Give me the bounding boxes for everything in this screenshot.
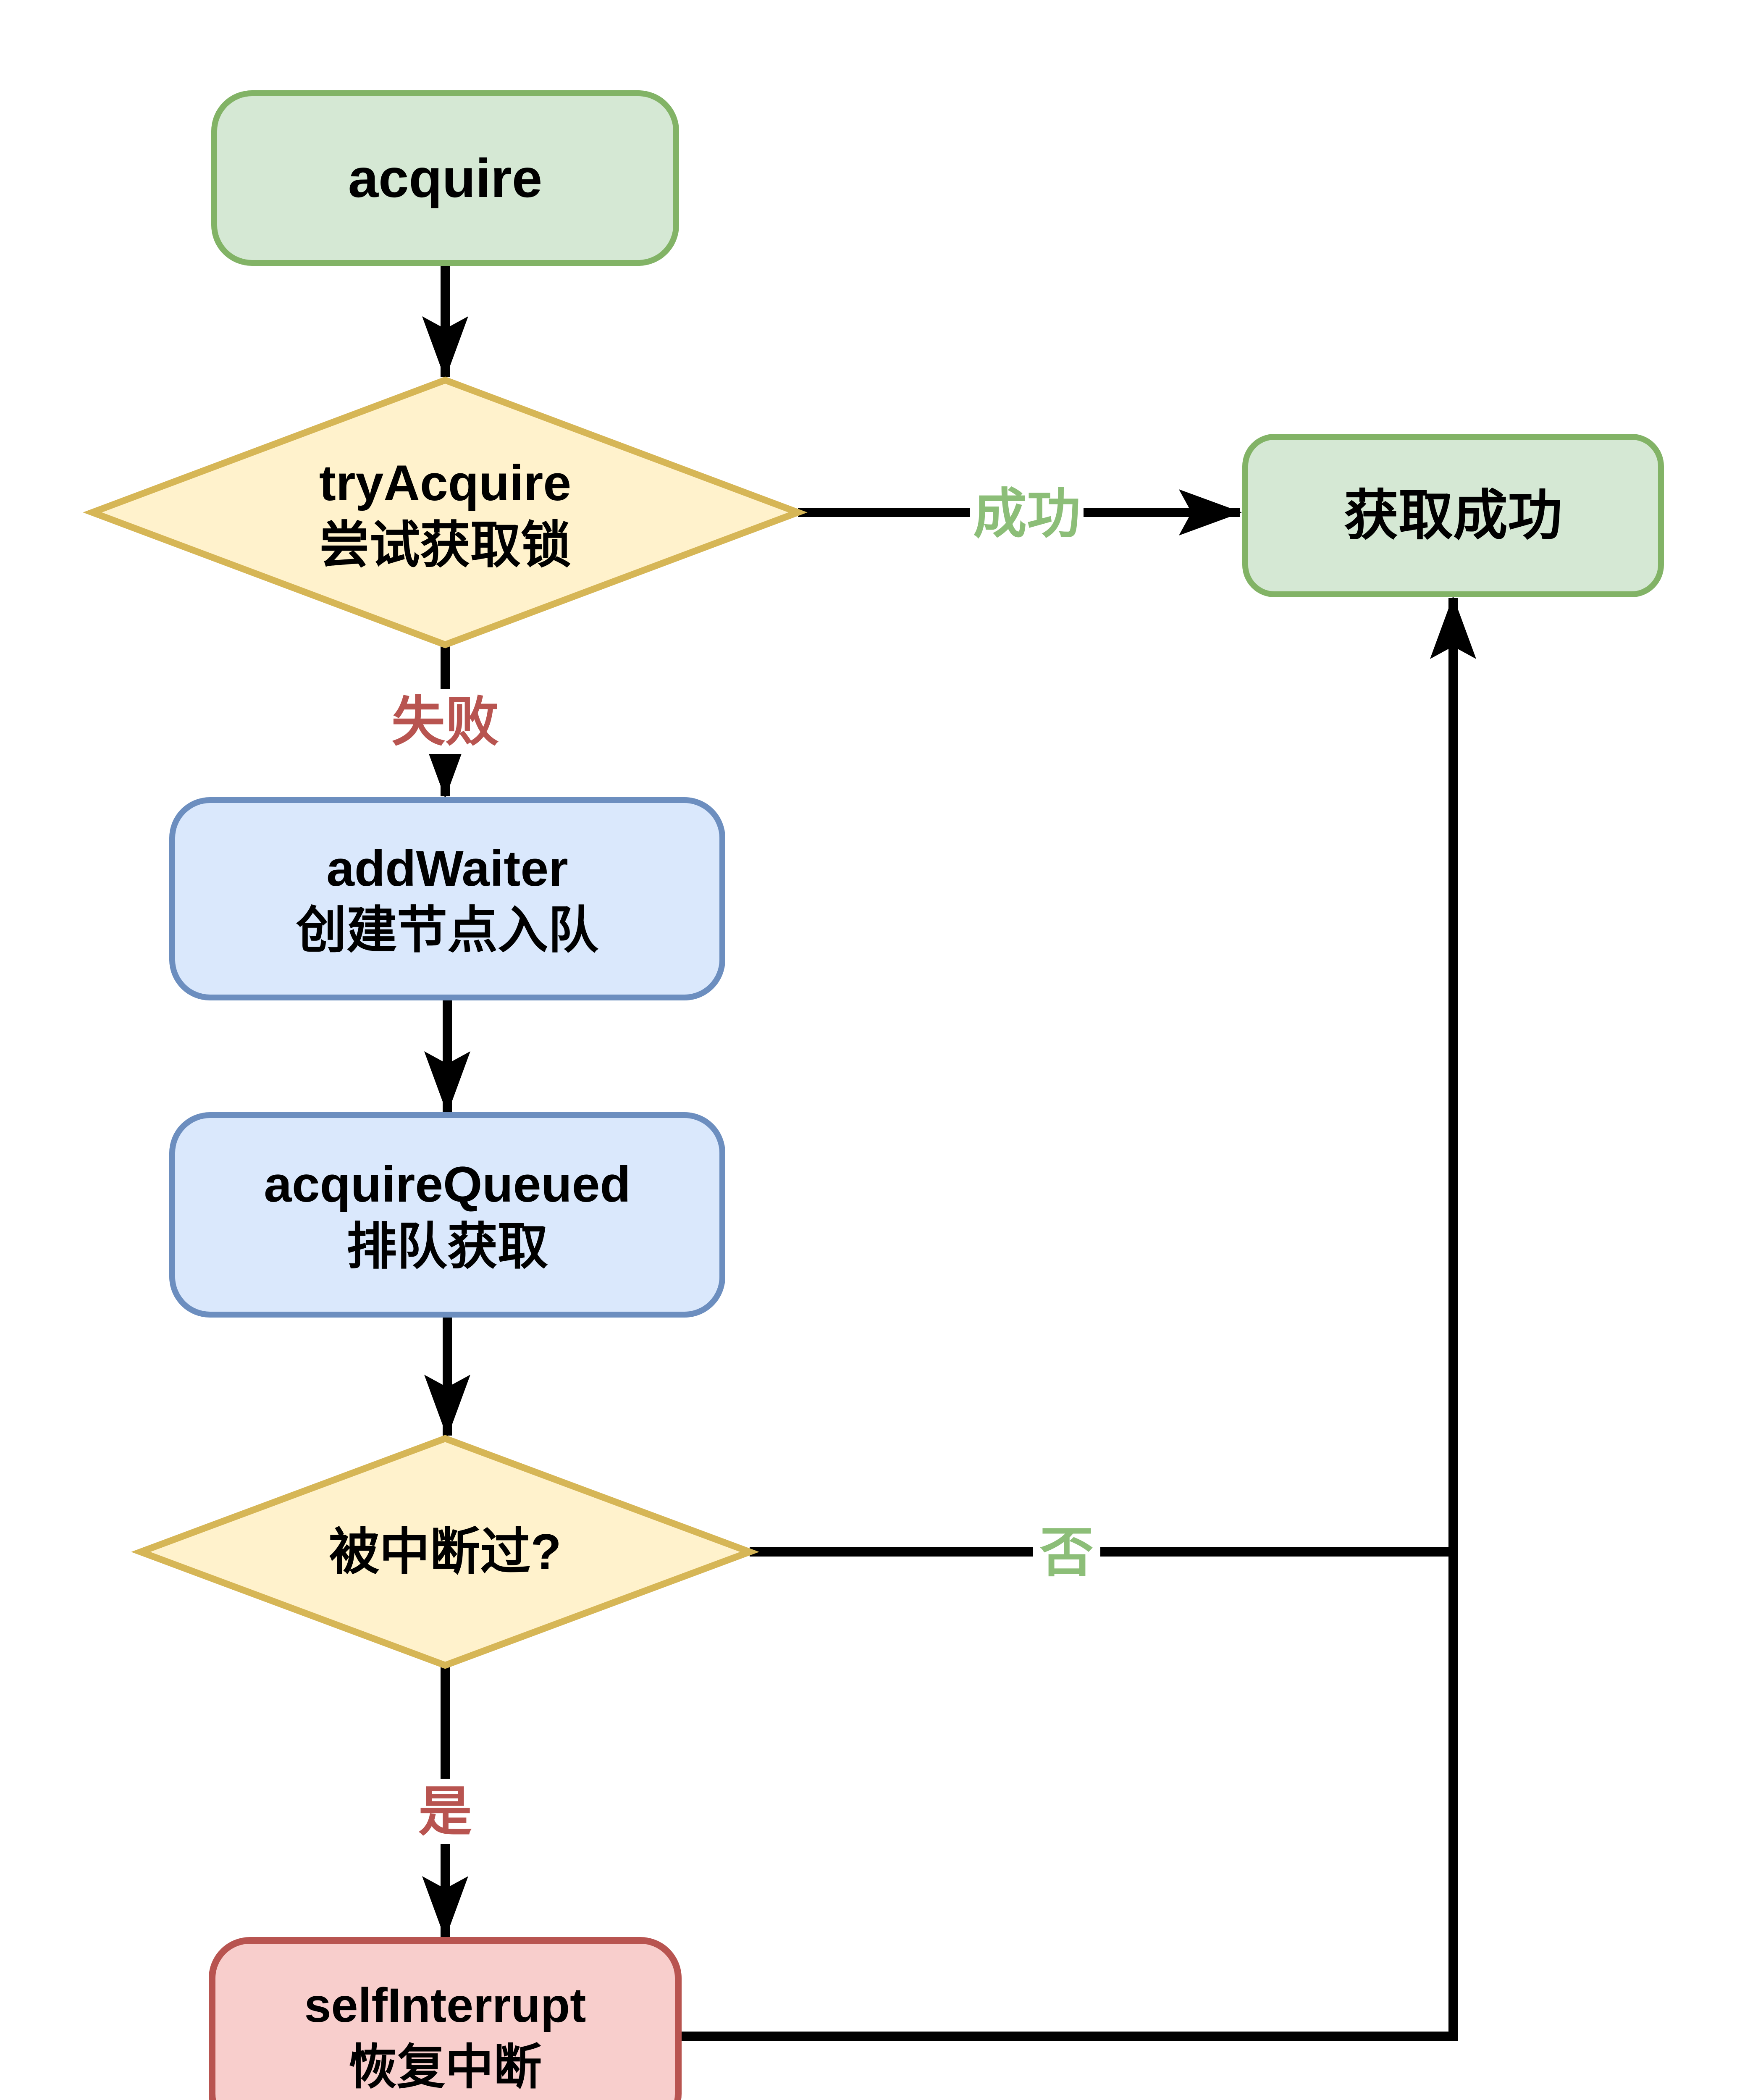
edge-selfinterrupt-up-to-acquiresuccess	[678, 596, 1476, 2041]
node-selfinterrupt-label-line2: 恢复中断	[349, 2040, 542, 2094]
node-acquire-success	[1242, 434, 1664, 597]
node-acquire	[211, 90, 679, 266]
edge-label-yes-bg	[412, 1779, 479, 1844]
node-acquire-label: acquire	[348, 147, 542, 209]
node-acquire-success-shape	[1242, 434, 1664, 597]
node-addwaiter-shape	[169, 797, 725, 1000]
edge-label-success: 成功	[973, 484, 1081, 544]
node-tryacquire-label-line2: 尝试获取锁	[319, 517, 571, 573]
node-acquirequeued-label-line2: 排队获取	[346, 1218, 548, 1275]
edge-label-no-bg	[1033, 1520, 1100, 1585]
edge-label-success-bg	[970, 481, 1084, 546]
edge-label-fail: 失败	[391, 692, 499, 752]
node-acquirequeued-shape	[169, 1112, 725, 1318]
node-addwaiter	[169, 797, 725, 1000]
node-acquire-shape	[211, 90, 679, 266]
edge-label-bg-layer	[388, 481, 1100, 1844]
node-acquirequeued-label-line1: acquireQueued	[264, 1156, 631, 1213]
node-layer	[83, 90, 1664, 2100]
edge-label-no: 否	[1040, 1523, 1094, 1583]
edge-label-yes: 是	[418, 1782, 472, 1842]
node-acquire-success-label: 获取成功	[1344, 485, 1562, 546]
node-addwaiter-label-line2: 创建节点入队	[296, 902, 599, 958]
node-interruptedcheck-label: 被中断过?	[329, 1524, 561, 1580]
node-tryacquire	[83, 376, 808, 648]
node-addwaiter-label-line1: addWaiter	[326, 840, 568, 897]
node-selfinterrupt-shape	[209, 1937, 682, 2100]
node-selfinterrupt-label-line1: selfInterrupt	[304, 1979, 586, 2032]
node-interruptedcheck-shape	[131, 1435, 759, 1669]
node-tryacquire-label-line1: tryAcquire	[319, 455, 571, 511]
node-selfinterrupt	[209, 1937, 682, 2100]
edge-label-fail-bg	[388, 689, 502, 754]
text-layer: acquire tryAcquire 尝试获取锁 获取成功 addWaiter …	[264, 147, 1562, 2094]
node-acquirequeued	[169, 1112, 725, 1318]
node-tryacquire-shape	[83, 376, 808, 648]
node-interruptedcheck	[131, 1435, 759, 1669]
